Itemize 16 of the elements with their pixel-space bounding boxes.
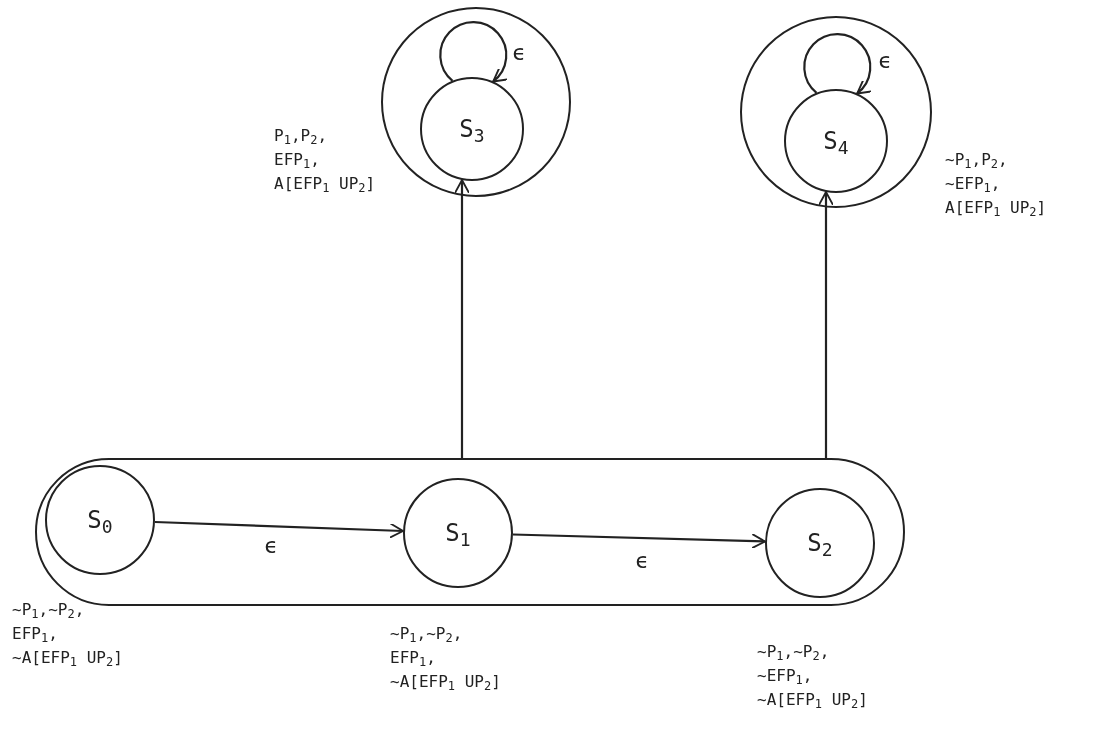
- proposition-list: ~P$_{1}$,~P$_{2}$, ~EFP$_{1}$, ~A[EFP$_{1}$ UP$_{2}$]: [757, 640, 868, 712]
- state-label: S$_{0}$: [87, 508, 113, 532]
- state-label: S$_{2}$: [807, 531, 833, 555]
- proposition-list: ~P$_{1}$,~P$_{2}$, EFP$_{1}$, ~A[EFP$_{1}$ UP$_{2}$]: [12, 598, 123, 670]
- self-loop-arrow: [803, 33, 873, 95]
- state-label: S$_{4}$: [823, 129, 849, 153]
- arrow: [818, 191, 834, 458]
- proposition-list: ~P$_{1}$,~P$_{2}$, EFP$_{1}$, ~A[EFP$_{1}$ UP$_{2}$]: [390, 622, 501, 694]
- self-loop-arrow: [439, 21, 509, 83]
- arrow: [154, 520, 404, 539]
- state-label: S$_{3}$: [459, 117, 485, 141]
- proposition-list: ~P$_{1}$,P$_{2}$, ~EFP$_{1}$, A[EFP$_{1}$ UP$_{2}$]: [945, 148, 1047, 220]
- state-label: S$_{1}$: [445, 521, 471, 545]
- arrow: [454, 179, 470, 458]
- arrow: [512, 533, 766, 550]
- proposition-list: P$_{1}$,P$_{2}$, EFP$_{1}$, A[EFP$_{1}$ UP$_{2}$]: [274, 124, 376, 196]
